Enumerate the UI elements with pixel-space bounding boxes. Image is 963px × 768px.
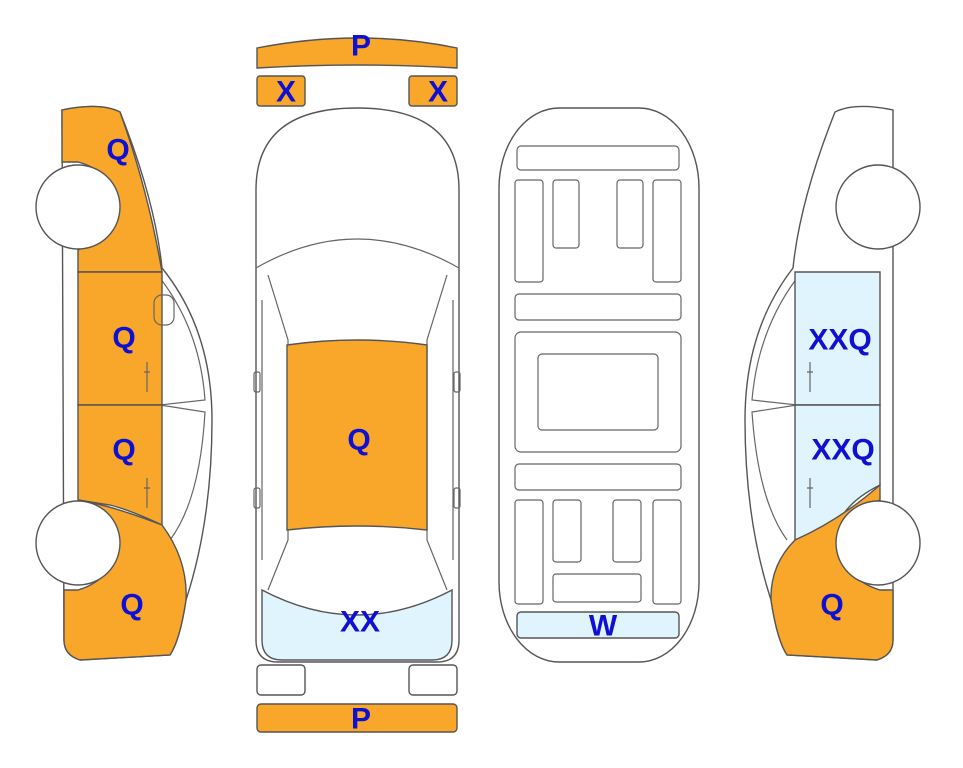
right-rear-quarter-label: Q bbox=[820, 589, 843, 622]
roof-shape[interactable] bbox=[286, 339, 428, 531]
rear-bumper-shape[interactable] bbox=[256, 703, 458, 733]
right-front-wheel[interactable] bbox=[835, 164, 921, 250]
left-rear-quarter-label: Q bbox=[120, 589, 143, 622]
right-headlight-shape[interactable] bbox=[408, 75, 458, 107]
rear-bumper-label: P bbox=[351, 703, 371, 736]
left-headlight-shape[interactable] bbox=[256, 75, 306, 107]
underbody-outline bbox=[498, 107, 700, 663]
front-bumper-shape[interactable] bbox=[256, 37, 458, 69]
right-front-door-label: XXQ bbox=[808, 324, 871, 357]
roof-label: Q bbox=[347, 424, 370, 457]
right-taillight[interactable] bbox=[408, 664, 458, 696]
underbody-view bbox=[498, 107, 700, 663]
right-rear-door-label: XXQ bbox=[811, 434, 874, 467]
floor-rear-label: W bbox=[589, 610, 618, 643]
rear-window-label: XX bbox=[340, 606, 380, 639]
left-taillight[interactable] bbox=[256, 664, 306, 696]
rear-window-shape[interactable] bbox=[261, 588, 453, 661]
front-bumper-label: P bbox=[351, 30, 371, 63]
right-rear-wheel[interactable] bbox=[835, 500, 921, 586]
left-front-door-label: Q bbox=[112, 322, 135, 355]
left-front-fender-label: Q bbox=[106, 134, 129, 167]
left-headlight-label: X bbox=[276, 76, 296, 109]
floor-rear-shape[interactable] bbox=[516, 611, 680, 639]
right-headlight-label: X bbox=[428, 76, 448, 109]
left-front-wheel[interactable] bbox=[35, 164, 121, 250]
left-rear-door-label: Q bbox=[112, 434, 135, 467]
left-rear-wheel[interactable] bbox=[35, 500, 121, 586]
